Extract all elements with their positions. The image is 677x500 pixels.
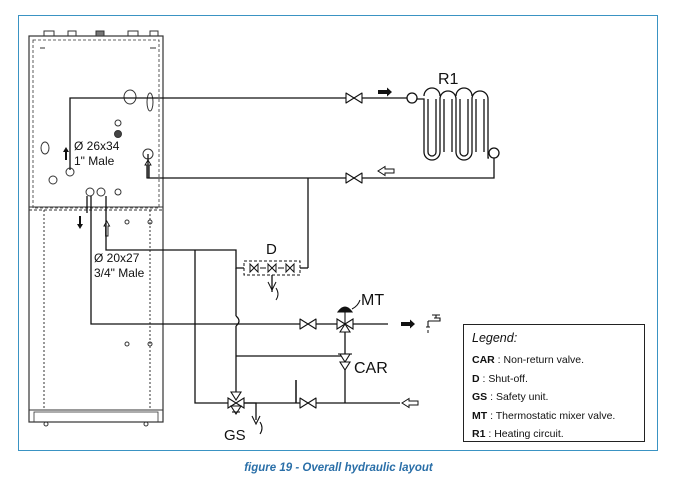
shutoff-valve-flow — [345, 92, 363, 104]
label-mt: MT — [361, 292, 384, 309]
legend-text: Safety unit. — [495, 391, 549, 403]
non-return-valve-car — [338, 353, 352, 372]
shutoff-unit-d — [243, 260, 301, 301]
pipe1-thread-label: 1" Male — [74, 154, 115, 168]
thermostatic-mixer-mt — [336, 299, 361, 333]
legend-code: R1 — [472, 428, 486, 440]
legend-item: GS : Safety unit. — [472, 391, 549, 403]
legend-code: MT — [472, 409, 488, 422]
arrow-right-icon — [401, 319, 415, 329]
arrow-left-icon — [377, 166, 395, 176]
pipe2-size-label: Ø 20x27 — [94, 251, 140, 265]
tap-icon — [426, 314, 441, 333]
legend-text: Heating circuit. — [494, 428, 564, 440]
legend-item: D : Shut-off. — [472, 372, 528, 385]
pipe2-thread-label: 3/4" Male — [94, 266, 145, 280]
legend-text: Thermostatic mixer valve. — [495, 409, 616, 422]
pipe1-size-label: Ø 26x34 — [74, 139, 120, 153]
legend-code: GS — [472, 391, 488, 403]
legend-item: R1 : Heating circuit. — [472, 428, 564, 440]
legend-text: Non-return valve. — [503, 354, 585, 366]
legend-code: D — [472, 372, 480, 385]
shutoff-valve-hot — [299, 318, 317, 330]
shutoff-valve-cold — [299, 397, 317, 409]
label-car: CAR — [354, 360, 388, 377]
legend-item: MT : Thermostatic mixer valve. — [472, 409, 616, 422]
heating-circuit-r1 — [406, 87, 500, 161]
legend-code: CAR — [472, 354, 495, 366]
legend-title: Legend: — [472, 331, 518, 345]
label-d: D — [266, 241, 277, 258]
shutoff-valve-return — [345, 172, 363, 184]
up-arrow-open-icon — [103, 220, 111, 237]
down-arrow-icon — [77, 216, 83, 229]
legend-item: CAR : Non-return valve. — [472, 354, 585, 366]
arrow-right-icon — [378, 87, 392, 97]
safety-unit-gs — [227, 391, 263, 435]
legend-text: Shut-off. — [488, 372, 528, 385]
up-arrow-icon — [63, 147, 69, 160]
legend-box: Legend: CAR : Non-return valve. D : Shut… — [463, 324, 645, 442]
label-gs: GS — [224, 427, 246, 444]
water-heater-unit — [28, 30, 164, 427]
figure-caption: figure 19 - Overall hydraulic layout — [244, 462, 433, 474]
arrow-left-icon — [401, 398, 419, 408]
label-r1: R1 — [438, 71, 459, 88]
